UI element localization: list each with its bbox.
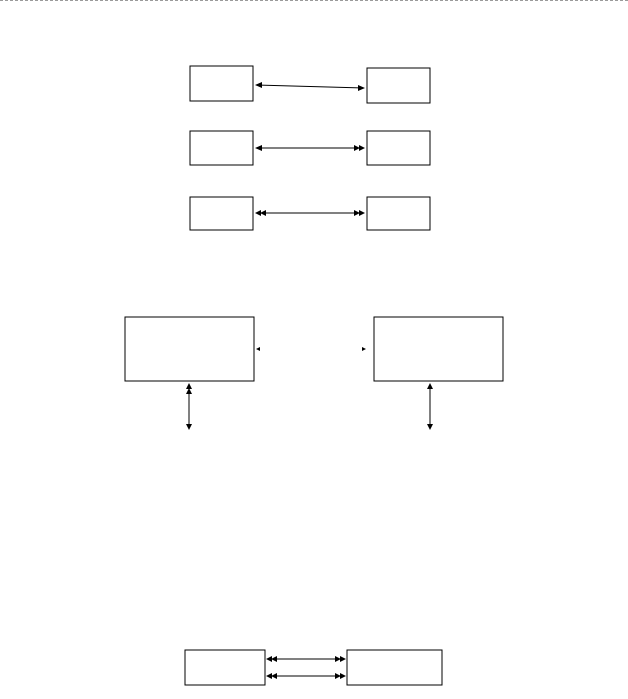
box-1-left [189, 65, 254, 102]
big-box-left [124, 316, 255, 382]
box-2-left [189, 130, 254, 166]
top-dashed-border [0, 0, 628, 1]
arrow-row1 [255, 82, 365, 91]
box-2-right [366, 130, 431, 166]
arrow-big-right-down [427, 383, 433, 430]
box-3-right [366, 196, 431, 231]
arrow-big-left-down [186, 383, 192, 430]
bottom-box-left [184, 649, 266, 686]
big-box-right [373, 316, 504, 382]
arrow-row3 [255, 210, 365, 216]
arrow-row2 [255, 145, 365, 151]
arrow-bottom-2 [266, 673, 346, 679]
box-1-right [366, 67, 431, 104]
box-3-left [189, 196, 254, 231]
bottom-box-right [346, 649, 443, 686]
arrow-bottom-1 [266, 656, 346, 662]
marker-left-of-gap [256, 347, 260, 351]
marker-right-of-gap [362, 347, 366, 351]
